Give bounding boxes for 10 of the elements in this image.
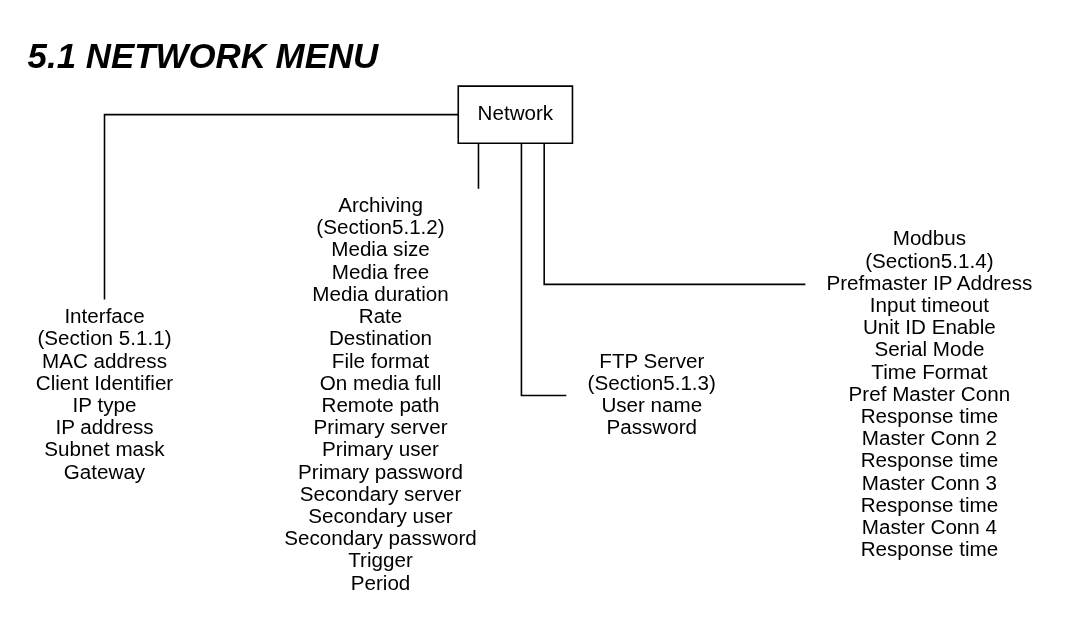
node-text: Archiving (Section5.1.2) Media size Media free Media duration Rate Destination File format On media full Remote path Primary server Primary user Primary password Secondary server Secondary user Secondary password Trigger Period bbox=[284, 192, 477, 594]
connector bbox=[520, 142, 568, 396]
node-text: FTP Server (Section5.1.3) User name Password bbox=[587, 348, 716, 438]
diagram-title: 5.1 NETWORK MENU bbox=[27, 35, 379, 75]
node-box: Network bbox=[457, 84, 574, 144]
node-text: Modbus (Section5.1.4) Prefmaster IP Address Input timeout Unit ID Enable Serial Mode Time Format Pref Master Conn Response time Master Conn 2 Response time Master Conn 3 Response time Master Conn 4 Response time bbox=[826, 225, 1033, 560]
node-text: Interface (Section 5.1.1) MAC address Client Identifier IP type IP address Subnet mask Gateway bbox=[35, 303, 174, 483]
connector bbox=[543, 142, 807, 285]
connector bbox=[477, 142, 480, 190]
connector bbox=[103, 113, 460, 300]
